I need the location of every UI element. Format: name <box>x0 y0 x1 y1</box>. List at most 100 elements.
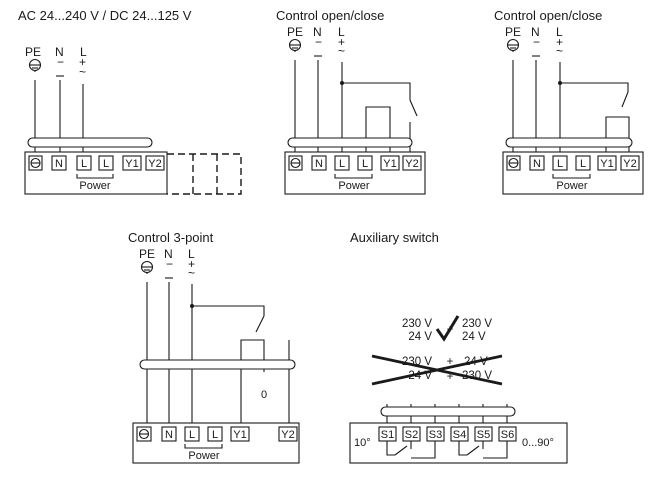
supply-diagram: AC 24...240 V / DC 24...125 V PE N L − +… <box>18 8 242 195</box>
terminal-y1 <box>122 155 142 171</box>
terminal-pe <box>288 155 303 171</box>
terminal-y2 <box>402 155 422 171</box>
terminal-l2 <box>575 155 591 171</box>
terminal-l1 <box>184 426 200 442</box>
power-bracket <box>334 174 373 179</box>
terminal-y2-label: Y2 <box>148 158 161 170</box>
l-label: L <box>338 25 345 39</box>
terminal-l1 <box>334 155 350 171</box>
power-label: Power <box>79 180 111 192</box>
terminal-n-label: N <box>165 429 173 441</box>
open-close-1-title: Control open/close <box>276 8 384 23</box>
ok-left-230v: 230 V <box>402 318 432 330</box>
terminal-n-label: N <box>315 158 323 170</box>
switch-contact <box>255 315 265 333</box>
terminal-l1-label: L <box>557 158 563 170</box>
cable-sheath <box>287 137 413 148</box>
terminal-l2-label: L <box>580 158 586 170</box>
terminal-n <box>529 155 545 171</box>
terminal-l2 <box>207 426 223 442</box>
bridge-wire <box>365 106 391 156</box>
l-tilde: ~ <box>79 65 86 79</box>
terminal-l2 <box>98 155 114 171</box>
terminal-s5-label: S5 <box>477 429 490 441</box>
n-sign: − <box>166 257 173 271</box>
n-label: N <box>55 45 64 59</box>
terminal-n <box>51 155 67 171</box>
open-close-2-title: Control open/close <box>494 8 602 23</box>
terminal-y1 <box>380 155 400 171</box>
terminal-y2-label: Y2 <box>405 158 418 170</box>
ok-right-230v: 230 V <box>462 318 492 330</box>
l-tilde: ~ <box>556 44 563 58</box>
switch-contact-1 <box>386 441 436 459</box>
ok-left-24v: 24 V <box>408 331 432 343</box>
terminal-l1-label: L <box>81 158 87 170</box>
n-sign: − <box>533 35 540 49</box>
l-label: L <box>556 25 563 39</box>
ground-icon <box>288 38 302 52</box>
terminal-block <box>284 151 426 195</box>
n-label: N <box>164 247 173 261</box>
aux-switch-diagram: Auxiliary switch 230 V 24 V + 230 V 24 V… <box>349 230 568 464</box>
n-label: N <box>531 25 540 39</box>
open-close-diagram-1: Control open/close PE N L − + ~ N <box>276 8 426 195</box>
terminal-block <box>502 151 644 195</box>
terminal-y1-label: Y1 <box>233 429 246 441</box>
switch-supply-wire <box>342 82 411 100</box>
l-label: L <box>188 247 195 261</box>
check-icon <box>435 315 460 342</box>
open-close-diagram-2: Control open/close PE N L − + ~ N L <box>494 8 644 195</box>
terminal-y2 <box>145 155 165 171</box>
pe-label: PE <box>139 247 155 261</box>
three-point-diagram: Control 3-point PE N L − + ~ 0 N <box>128 230 300 464</box>
terminal-n <box>161 426 177 442</box>
cable-sheath <box>505 137 633 148</box>
ground-icon <box>140 260 154 274</box>
power-label: Power <box>188 450 220 462</box>
power-label: Power <box>556 180 588 192</box>
pe-label: PE <box>505 25 521 39</box>
terminal-y2 <box>278 426 298 442</box>
switch-outputs-wire <box>240 339 265 428</box>
l-sign: + <box>338 35 345 49</box>
terminal-y2-label: Y2 <box>623 158 636 170</box>
switch-contact <box>621 91 629 108</box>
pe-label: PE <box>25 45 41 59</box>
cable-sheath <box>380 406 516 417</box>
l-tilde: ~ <box>188 266 195 280</box>
n-label: N <box>313 25 322 39</box>
terminal-y2-label: Y2 <box>281 429 294 441</box>
terminal-l1-label: L <box>189 429 195 441</box>
terminal-l2 <box>357 155 373 171</box>
pe-label: PE <box>287 25 303 39</box>
ok-right-24v: 24 V <box>462 331 486 343</box>
ground-icon <box>28 58 42 72</box>
angle-right-label: 0...90° <box>522 437 554 449</box>
optional-extension-outline <box>167 153 242 195</box>
terminal-n-label: N <box>55 158 63 170</box>
l-sign: + <box>188 257 195 271</box>
switch-supply-wire <box>192 305 265 316</box>
terminal-s3-label: S3 <box>429 429 442 441</box>
power-bracket <box>552 174 591 179</box>
cable-sheath <box>27 137 153 148</box>
terminal-pe <box>136 426 152 442</box>
terminal-l2-label: L <box>212 429 218 441</box>
switch-supply-wire <box>560 82 629 92</box>
terminal-s4-label: S4 <box>453 429 466 441</box>
terminal-s2-label: S2 <box>405 429 418 441</box>
l-sign: + <box>556 35 563 49</box>
terminal-y2 <box>620 155 640 171</box>
n-sign: − <box>315 35 322 49</box>
terminal-s1-label: S1 <box>381 429 394 441</box>
terminal-l1-label: L <box>339 158 345 170</box>
l-sign: + <box>79 55 86 69</box>
three-point-title: Control 3-point <box>128 230 214 245</box>
switch-contact-2 <box>458 441 508 459</box>
terminal-y1 <box>597 155 617 171</box>
l-label: L <box>80 45 87 59</box>
power-bracket <box>184 444 223 449</box>
cross-icon <box>371 354 503 386</box>
terminal-y1-label: Y1 <box>383 158 396 170</box>
